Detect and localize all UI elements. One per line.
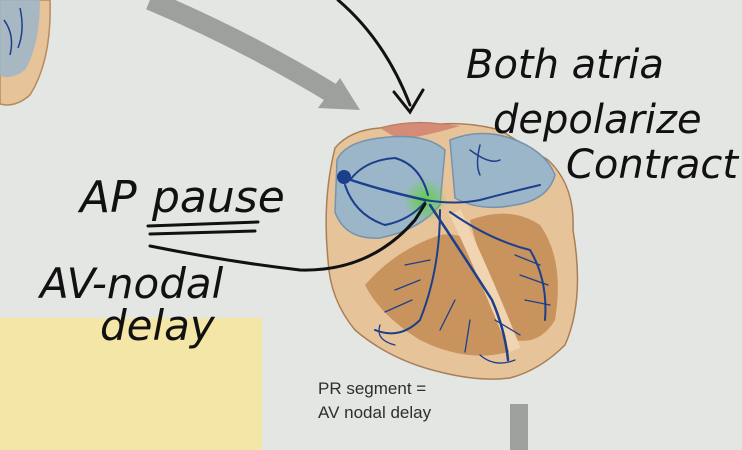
left-ventricle <box>470 213 558 341</box>
gray-arrow-top <box>146 0 341 104</box>
gray-arrow-bottom <box>510 404 528 450</box>
handwritten-arrow-head <box>392 88 425 115</box>
note-pause: pause <box>151 172 285 223</box>
yellow-panel <box>0 318 262 450</box>
note-av-nodal: AV-nodal <box>37 259 224 308</box>
note-ap: AP <box>77 172 137 223</box>
caption-line-2: AV nodal delay <box>318 403 432 422</box>
note-contract: Contract <box>566 142 739 188</box>
note-depolarize: depolarize <box>493 97 702 143</box>
gray-arrow-top-head <box>318 78 360 110</box>
partial-heart-top-left <box>0 0 51 106</box>
handwritten-arrow <box>336 0 412 107</box>
left-atrium <box>449 132 556 209</box>
av-pointer-line <box>148 202 427 272</box>
caption-line-1: PR segment = <box>318 379 426 398</box>
conduction-system <box>343 144 551 364</box>
note-delay: delay <box>100 301 216 350</box>
sa-node <box>337 170 351 184</box>
heart <box>325 121 579 380</box>
note-both-atria: Both atria <box>466 42 664 88</box>
pause-underline <box>146 220 260 236</box>
septum <box>449 209 521 353</box>
